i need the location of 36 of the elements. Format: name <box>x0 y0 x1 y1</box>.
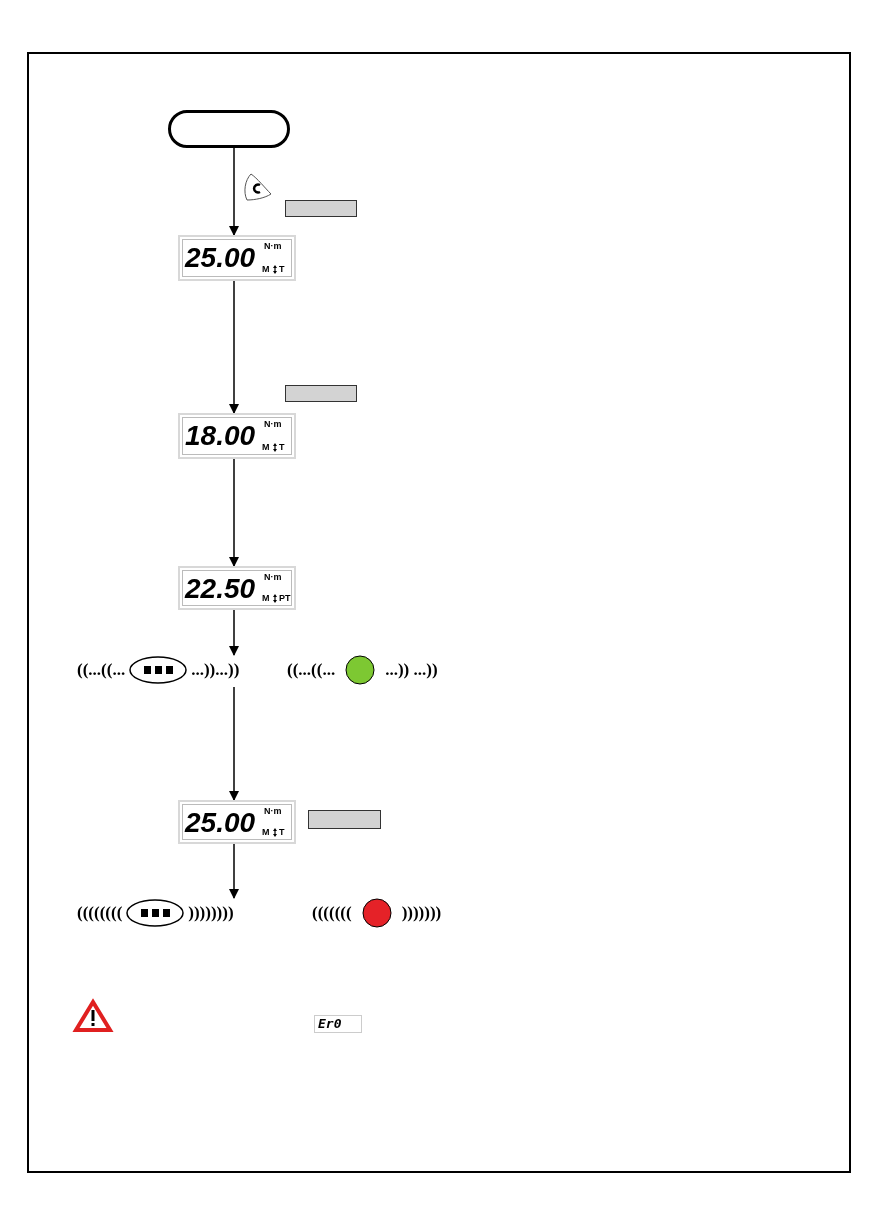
lcd-display <box>178 413 296 459</box>
unit-label: N·m <box>264 806 282 816</box>
signal-text: ((...((... <box>77 660 126 680</box>
unit-label: N·m <box>264 241 282 251</box>
mode-label: M <box>262 593 270 603</box>
lcd-display <box>178 235 296 281</box>
error-code-display: Er0 <box>314 1015 362 1033</box>
arrow <box>229 458 239 567</box>
mode-label: T <box>279 442 285 452</box>
lcd-display <box>178 800 296 844</box>
arrow <box>229 280 239 414</box>
mode-label: T <box>279 827 285 837</box>
mode-label: M <box>262 827 270 837</box>
arrow <box>229 686 239 801</box>
mode-label: M <box>262 264 270 274</box>
signal-text: ((...((... <box>287 660 336 680</box>
lcd-reading: 22.50 <box>185 573 256 605</box>
unit-label: N·m <box>264 572 282 582</box>
signal-text: (((((((( <box>77 903 123 923</box>
unit-label: N·m <box>264 419 282 429</box>
signal-text: ))))))) <box>401 903 442 923</box>
lcd-display <box>178 566 296 610</box>
signal-text: ...))...)) <box>191 660 240 680</box>
mode-label: M <box>262 442 270 452</box>
arrow <box>229 843 239 899</box>
arrow <box>229 147 239 236</box>
start-rounded-box <box>168 110 290 148</box>
signal-text: ...)) ...)) <box>385 660 438 680</box>
signal-text: )))))))) <box>188 903 234 923</box>
mode-label: T <box>279 264 285 274</box>
mode-label: PT <box>279 593 291 603</box>
arrow <box>229 609 239 656</box>
lcd-reading: 25.00 <box>185 807 256 839</box>
signal-text: ((((((( <box>312 903 352 923</box>
lcd-reading: 18.00 <box>185 420 256 452</box>
lcd-reading: 25.00 <box>185 242 256 274</box>
